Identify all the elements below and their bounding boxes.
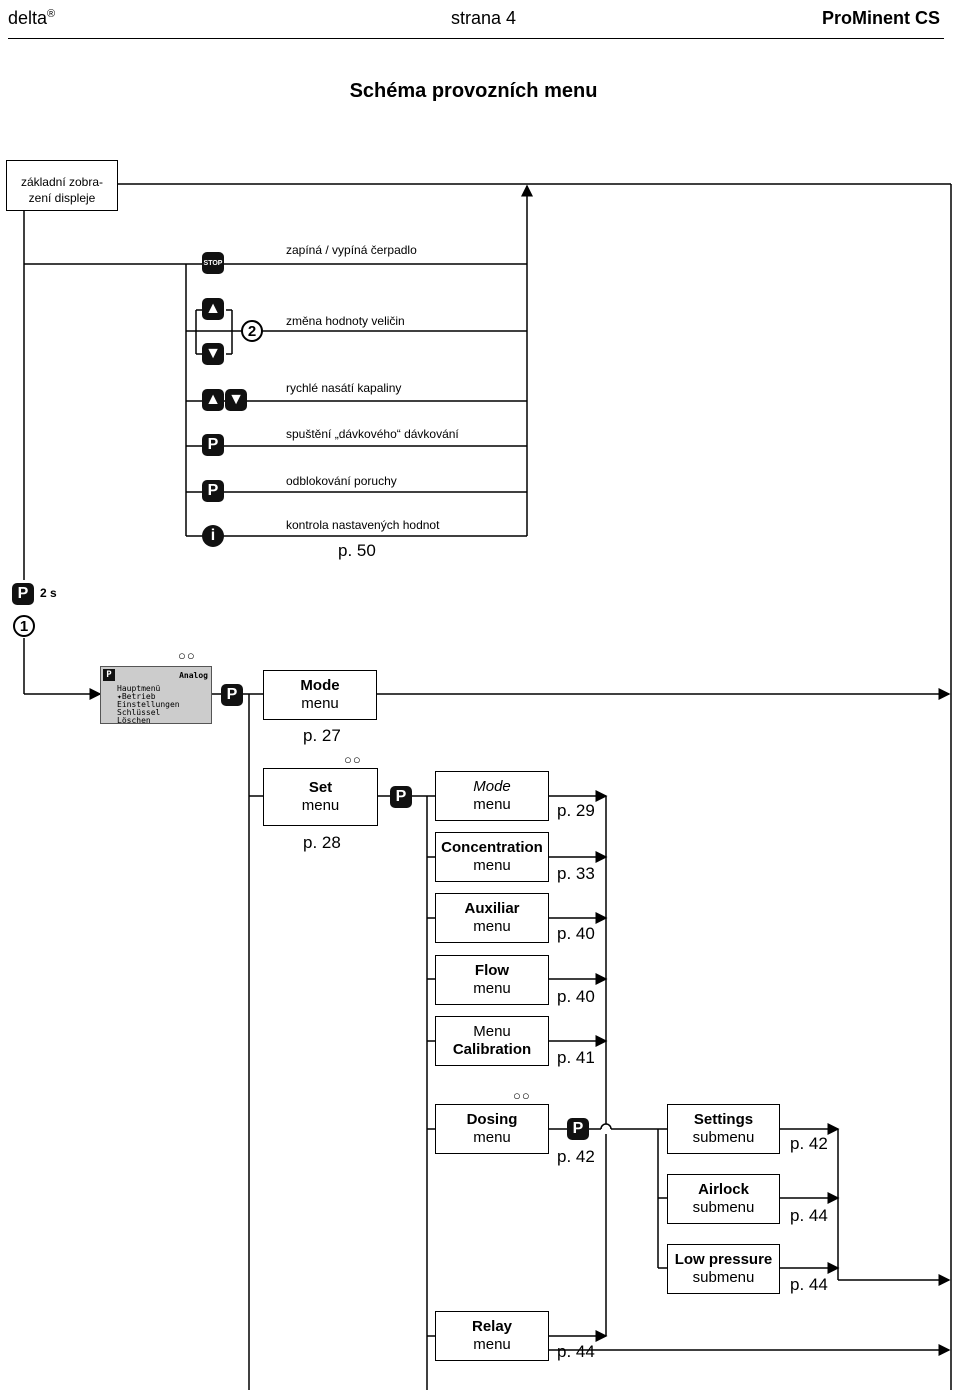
auxiliar-submenu-box: Auxiliar menu (435, 893, 549, 943)
submenu-ref: p. 29 (557, 801, 595, 820)
mode-submenu-box: Mode menu (435, 771, 549, 821)
header-rule (8, 38, 944, 39)
concentration-submenu-box: Concentration menu (435, 832, 549, 882)
relay-submenu-box: Relay menu (435, 1311, 549, 1361)
p-key-icon: P (12, 583, 34, 605)
low-pressure-submenu-box: Low pressure submenu (667, 1244, 780, 1294)
settings-submenu-box: Settings submenu (667, 1104, 780, 1154)
key-function-label: kontrola nastavených hodnot (286, 518, 440, 532)
submenu-title: Dosing (466, 1111, 518, 1128)
dosing-submenu-box: Dosing menu (435, 1104, 549, 1154)
p-key-icon: P (390, 786, 412, 808)
lcd-line: Hauptmenü (117, 684, 161, 693)
submenu-sub: menu (473, 918, 511, 935)
hold-duration: 2 s (40, 586, 57, 600)
check-page-ref: p. 50 (338, 541, 376, 560)
info-key-icon: i (202, 525, 224, 547)
submenu-ref: p. 40 (557, 987, 595, 1006)
stop-key-glyph: STOP (203, 259, 223, 267)
mode-menu-sub: menu (301, 695, 339, 712)
calibration-submenu-box: Menu Calibration (435, 1016, 549, 1066)
down-arrow-key-icon: ▼ (225, 389, 247, 411)
submenu-ref: p. 42 (790, 1134, 828, 1153)
submenu-title: Mode (473, 778, 511, 795)
key-function-label: změna hodnoty veličin (286, 314, 405, 328)
submenu-sub: menu (473, 1336, 511, 1353)
submenu-title: Concentration (441, 839, 543, 856)
lcd-title: Analog (179, 671, 208, 680)
key-function-label: spuštění „dávkového“ dávkování (286, 427, 459, 441)
submenu-title: Settings (693, 1111, 754, 1128)
submenu-ref: p. 33 (557, 864, 595, 883)
submenu-title: Flow (474, 962, 510, 979)
submenu-sub: menu (473, 980, 511, 997)
set-menu-title: Set (308, 779, 333, 796)
mode-menu-box: Mode menu (263, 670, 377, 720)
up-down-keys-icon: ○○ (344, 752, 362, 767)
lcd-p-icon: P (103, 669, 115, 681)
mode-menu-ref: p. 27 (303, 726, 341, 745)
flow-submenu-box: Flow menu (435, 955, 549, 1005)
up-down-keys-icon: ○○ (513, 1088, 531, 1103)
base-display-line2: zení displeje (28, 191, 96, 205)
registered-mark: ® (47, 8, 56, 20)
base-display-box: základní zobra- zení displeje (6, 160, 118, 211)
submenu-sub: submenu (692, 1129, 755, 1146)
note-1-marker: 1 (13, 615, 35, 637)
base-display-line1: základní zobra- (20, 175, 104, 189)
submenu-title: Menu (473, 1023, 511, 1040)
submenu-title: Relay (471, 1318, 513, 1335)
submenu-ref: p. 44 (790, 1206, 828, 1225)
submenu-ref: p. 42 (557, 1147, 595, 1166)
submenu-title: Auxiliar (464, 900, 520, 917)
lcd-display: P Analog Hauptmenü ✦Betrieb Einstellunge… (100, 666, 212, 725)
p-key-icon: P (202, 480, 224, 502)
set-menu-ref: p. 28 (303, 833, 341, 852)
submenu-sub: menu (473, 1129, 511, 1146)
lcd-line: Schlüssel (117, 708, 161, 717)
submenu-ref: p. 44 (790, 1275, 828, 1294)
page-title: Schéma provozních menu (349, 80, 598, 102)
submenu-sub: menu (473, 796, 511, 813)
set-menu-box: Set menu (263, 768, 378, 826)
p-key-icon: P (202, 434, 224, 456)
up-down-keys-icon: ○○ (178, 648, 196, 663)
p-key-icon: P (221, 684, 243, 706)
submenu-ref: p. 44 (557, 1342, 595, 1361)
key-function-label: zapíná / vypíná čerpadlo (286, 243, 417, 257)
up-arrow-key-icon: ▲ (202, 298, 224, 320)
down-arrow-key-icon: ▼ (202, 343, 224, 365)
mode-menu-title: Mode (300, 677, 340, 694)
submenu-sub: submenu (692, 1269, 755, 1286)
up-arrow-key-icon: ▲ (202, 389, 224, 411)
brand-name: delta (8, 8, 48, 28)
p-key-icon: P (567, 1118, 589, 1140)
set-menu-sub: menu (301, 797, 340, 814)
page-number: strana 4 (451, 8, 517, 28)
key-function-label: rychlé nasátí kapaliny (286, 381, 402, 395)
submenu-sub: Calibration (452, 1041, 532, 1058)
submenu-ref: p. 41 (557, 1048, 595, 1067)
submenu-title: Airlock (698, 1181, 749, 1198)
submenu-sub: submenu (692, 1199, 755, 1216)
submenu-ref: p. 40 (557, 924, 595, 943)
submenu-sub: menu (473, 857, 511, 874)
airlock-submenu-box: Airlock submenu (667, 1174, 780, 1224)
key-function-label: odblokování poruchy (286, 474, 397, 488)
lcd-line: Löschen (117, 716, 151, 725)
lcd-line: ✦Betrieb (117, 692, 156, 701)
brand: delta® (8, 8, 55, 29)
submenu-title: Low pressure (674, 1251, 773, 1268)
company-name: ProMinent CS (821, 8, 940, 28)
lcd-line: Einstellungen (117, 700, 180, 709)
note-2-marker: 2 (241, 320, 263, 342)
lcd-menu: Hauptmenü ✦Betrieb Einstellungen Schlüss… (117, 685, 180, 725)
stop-start-key-icon: STOP (202, 252, 224, 274)
